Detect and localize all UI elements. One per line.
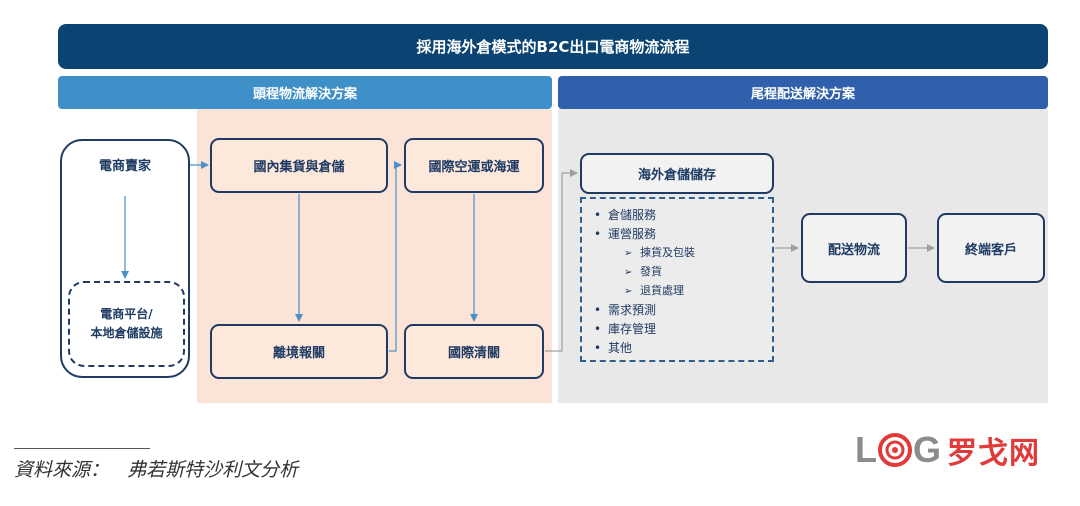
source-label: 資料來源： <box>14 459 110 481</box>
arrow-declaration-transport <box>389 161 402 352</box>
service-inventory: 庫存管理 <box>582 320 772 339</box>
seller-label: 電商賣家 <box>98 159 151 174</box>
services-list-box: 倉儲服務 運營服務 揀貨及包裝 發貨 退貨處理 需求預測 庫存管理 其他 <box>580 197 774 362</box>
overseas-storage-box: 海外倉儲儲存 <box>580 153 774 194</box>
service-warehousing: 倉儲服務 <box>582 206 772 225</box>
service-picking: 揀貨及包裝 <box>582 244 772 263</box>
logo-chinese-name: 罗戈网 <box>947 436 1041 471</box>
logo-target-icon <box>878 433 912 467</box>
delivery-box: 配送物流 <box>801 213 907 283</box>
logo: L G 罗戈网 <box>855 429 1070 471</box>
footer-divider <box>14 448 150 449</box>
source-note: 資料來源： 弗若斯特沙利文分析 <box>14 455 298 482</box>
service-shipping: 發貨 <box>582 263 772 282</box>
end-customer-box: 終端客戶 <box>937 213 1045 283</box>
first-mile-header: 頭程物流解決方案 <box>58 76 552 109</box>
export-declaration-box: 離境報關 <box>210 324 388 379</box>
domestic-warehouse-box: 國內集貨與倉儲 <box>210 138 388 193</box>
service-forecast: 需求預測 <box>582 301 772 320</box>
arrow-clearance-storage <box>545 169 578 352</box>
logo-letter-g: G <box>913 429 942 470</box>
diagram-title: 採用海外倉模式的B2C出口電商物流流程 <box>58 24 1048 69</box>
logo-letter-l: L <box>855 429 877 470</box>
international-clearance-box: 國際清關 <box>404 324 544 379</box>
service-operations: 運營服務 <box>582 225 772 244</box>
service-returns: 退貨處理 <box>582 282 772 301</box>
platform-label-line2: 本地倉儲設施 <box>90 326 163 340</box>
last-mile-header: 尾程配送解決方案 <box>558 76 1048 109</box>
source-value: 弗若斯特沙利文分析 <box>127 459 299 481</box>
platform-box: 電商平台/ 本地倉儲設施 <box>68 281 185 367</box>
international-transport-box: 國際空運或海運 <box>404 138 544 193</box>
service-other: 其他 <box>582 339 772 358</box>
platform-label-line1: 電商平台/ <box>100 307 153 321</box>
